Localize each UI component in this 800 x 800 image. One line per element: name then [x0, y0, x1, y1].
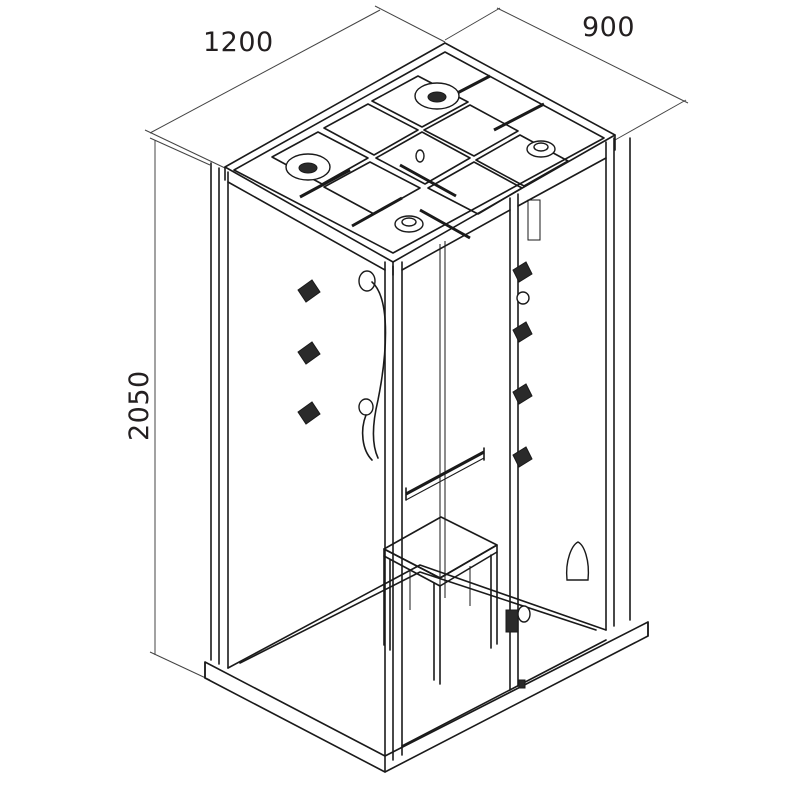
width-extension-left: [144, 129, 226, 169]
roof-panel: [323, 161, 421, 215]
width-label: 1200: [203, 27, 274, 58]
seat-icon: [383, 516, 498, 685]
cabin-frame: [210, 137, 631, 761]
steam-outlet-icon: [565, 541, 590, 581]
width-dimension-line: [149, 9, 381, 134]
roof-panel: [375, 131, 471, 185]
depth-dimension-line: [496, 7, 689, 104]
roof-panel: [371, 75, 469, 128]
depth-extension-left: [444, 7, 501, 41]
massage-jet-icon: [297, 279, 321, 303]
height-label: 2050: [124, 370, 155, 441]
height-extension-top: [149, 137, 211, 166]
roof-panel: [427, 161, 523, 215]
shower-tray: [204, 564, 649, 773]
roof-panel: [423, 104, 519, 157]
door-handle-icon: [518, 679, 526, 689]
roof-panel: [475, 134, 569, 187]
shower-head-icon: [285, 153, 331, 181]
roof-inner-outline: [233, 51, 605, 254]
massage-jet-icon: [512, 261, 533, 283]
cabin-roof: [224, 42, 616, 276]
massage-jet-icon: [512, 321, 533, 343]
dimension-lines: [144, 5, 689, 681]
hand-shower-icon: [358, 270, 387, 461]
roof-panel: [323, 103, 419, 156]
massage-jet-icon: [512, 446, 533, 468]
width-extension-right: [374, 5, 446, 43]
height-extension-bottom: [149, 651, 211, 681]
massage-jet-icon: [516, 291, 530, 305]
control-panel-icon: [505, 605, 531, 633]
towel-rail-icon: [405, 447, 485, 501]
shower-head-icon: [394, 215, 424, 233]
massage-jet-icon: [297, 341, 321, 365]
shower-head-icon: [526, 140, 556, 158]
massage-jet-icon: [297, 401, 321, 425]
depth-label: 900: [582, 12, 636, 43]
depth-extension-right: [614, 99, 687, 141]
massage-jet-icon: [512, 383, 533, 405]
shower-head-icon: [414, 82, 460, 110]
light-icon: [415, 149, 425, 163]
